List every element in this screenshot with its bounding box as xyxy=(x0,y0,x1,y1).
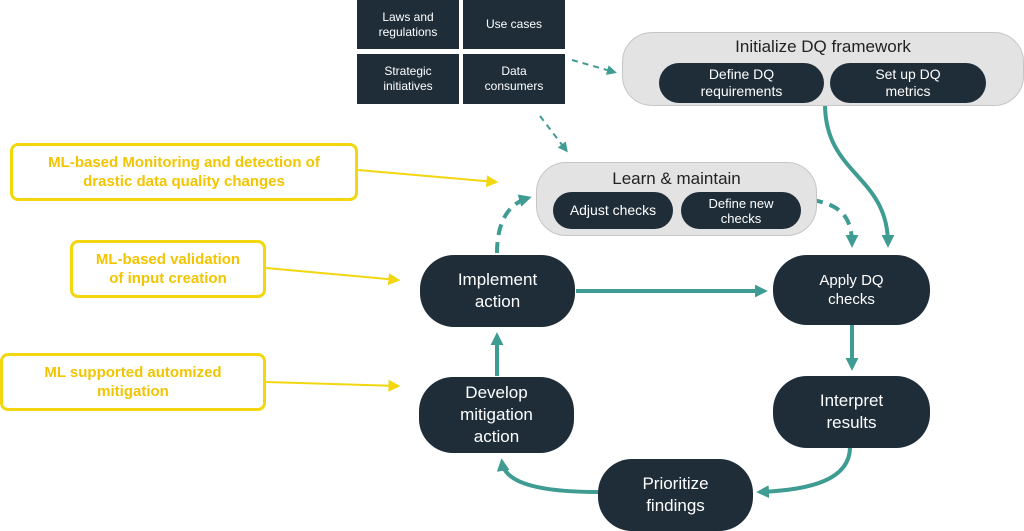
input-use-cases: Use cases xyxy=(463,0,565,49)
learn-maintain-title: Learn & maintain xyxy=(612,169,741,188)
arrow-inputs-to-learn xyxy=(539,115,568,153)
input-strategic-initiatives: Strategic initiatives xyxy=(357,54,459,104)
input-laws-regulations: Laws and regulations xyxy=(357,0,459,49)
setup-dq-metrics-pill: Set up DQ metrics xyxy=(830,63,986,103)
ml-monitoring-box: ML-based Monitoring and detection of dra… xyxy=(10,143,358,201)
arrow-ml-monitoring xyxy=(357,169,499,188)
arrow-learn-to-apply xyxy=(811,198,859,248)
arrow-prioritize-to-develop xyxy=(496,458,599,494)
ml-validation-box: ML-based validation of input creation xyxy=(70,240,266,298)
ml-mitigation-box: ML supported automized mitigation xyxy=(0,353,266,411)
implement-action-node: Implement action xyxy=(420,255,575,327)
arrow-ml-mitigation xyxy=(265,379,401,392)
apply-dq-checks-node: Apply DQ checks xyxy=(773,255,930,325)
init-framework-title: Initialize DQ framework xyxy=(735,37,911,56)
arrow-ml-validation xyxy=(265,267,401,286)
adjust-checks-pill: Adjust checks xyxy=(553,192,673,229)
prioritize-findings-node: Prioritize findings xyxy=(598,459,753,531)
interpret-results-node: Interpret results xyxy=(773,376,930,448)
arrow-inputs-to-init xyxy=(571,59,617,75)
arrow-interpret-to-prioritize xyxy=(756,446,852,499)
arrow-init-to-apply xyxy=(823,103,895,248)
input-data-consumers: Data consumers xyxy=(463,54,565,104)
define-new-checks-pill: Define new checks xyxy=(681,192,801,229)
develop-mitigation-node: Develop mitigation action xyxy=(419,377,574,453)
arrow-implement-to-learn xyxy=(495,194,532,254)
define-dq-requirements-pill: Define DQ requirements xyxy=(659,63,824,103)
